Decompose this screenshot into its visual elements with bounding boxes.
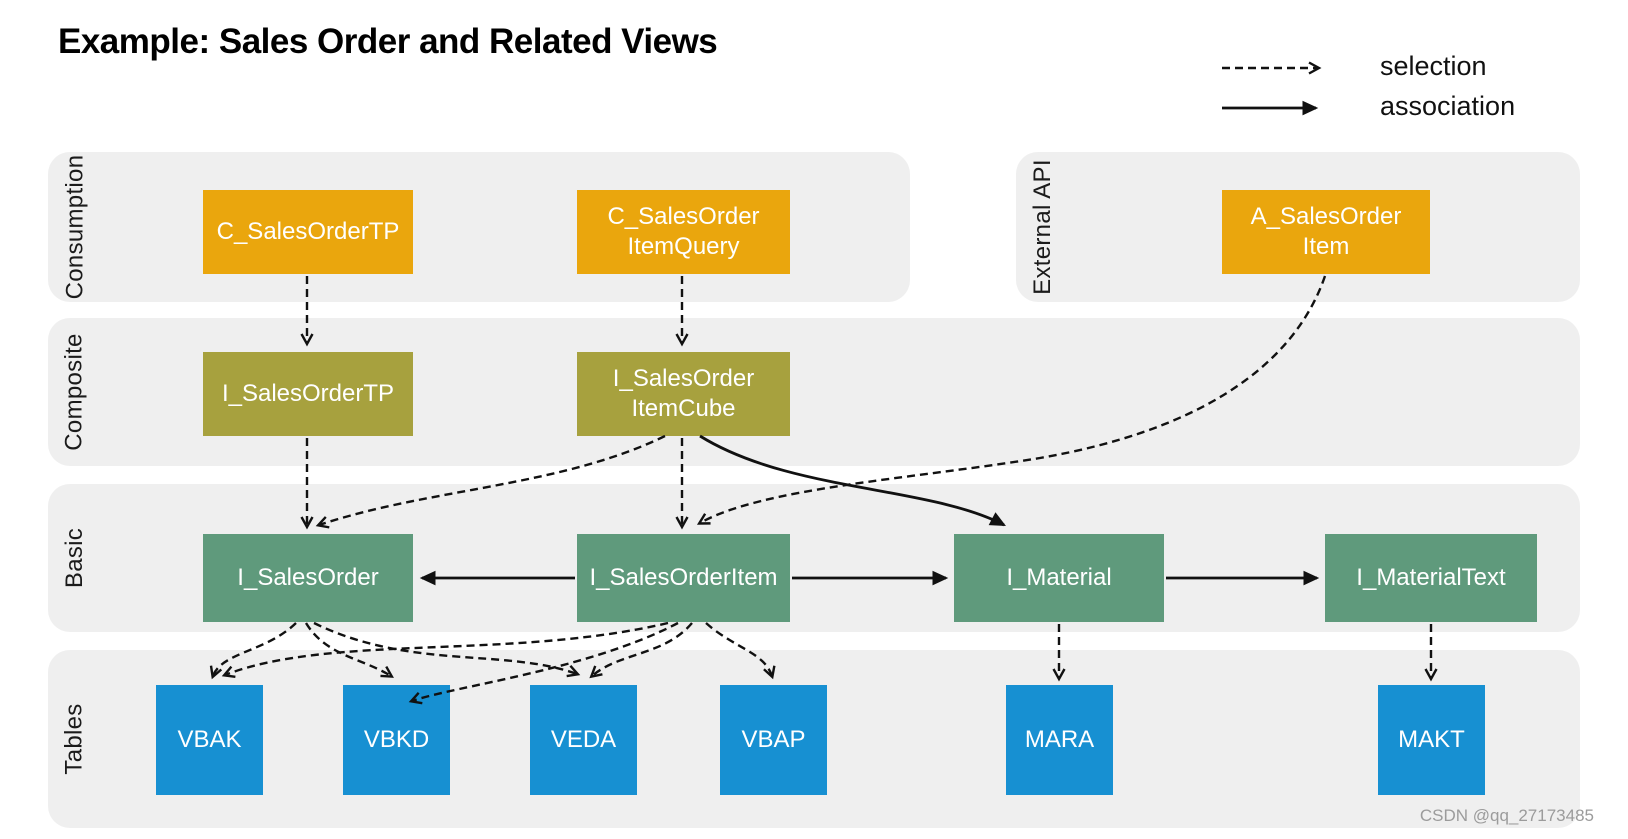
node-c-salesordertp: C_SalesOrderTP (203, 190, 413, 274)
layer-label-external-api: External API (1029, 159, 1057, 295)
node-mara: MARA (1006, 685, 1113, 795)
node-i-materialtext: I_MaterialText (1325, 534, 1537, 622)
node-vbak: VBAK (156, 685, 263, 795)
node-i-salesorderitemcube: I_SalesOrder ItemCube (577, 352, 790, 436)
watermark: CSDN @qq_27173485 (1419, 806, 1594, 825)
node-a-salesorderitem: A_SalesOrder Item (1222, 190, 1430, 274)
node-veda: VEDA (530, 685, 637, 795)
legend-selection-label: selection (1380, 51, 1487, 81)
node-c-salesorderitemquery: C_SalesOrder ItemQuery (577, 190, 790, 274)
node-vbap: VBAP (720, 685, 827, 795)
page-title: Example: Sales Order and Related Views (58, 22, 718, 61)
layer-label-composite: Composite (61, 333, 89, 451)
legend-association-label: association (1380, 91, 1516, 121)
node-i-salesordertp: I_SalesOrderTP (203, 352, 413, 436)
node-i-material: I_Material (954, 534, 1164, 622)
layer-label-tables: Tables (61, 703, 88, 775)
node-i-salesorder: I_SalesOrder (203, 534, 413, 622)
node-i-salesorderitem: I_SalesOrderItem (577, 534, 790, 622)
layer-label-consumption: Consumption (61, 154, 88, 300)
node-makt: MAKT (1378, 685, 1485, 795)
node-vbkd: VBKD (343, 685, 450, 795)
layer-label-basic: Basic (61, 527, 88, 589)
